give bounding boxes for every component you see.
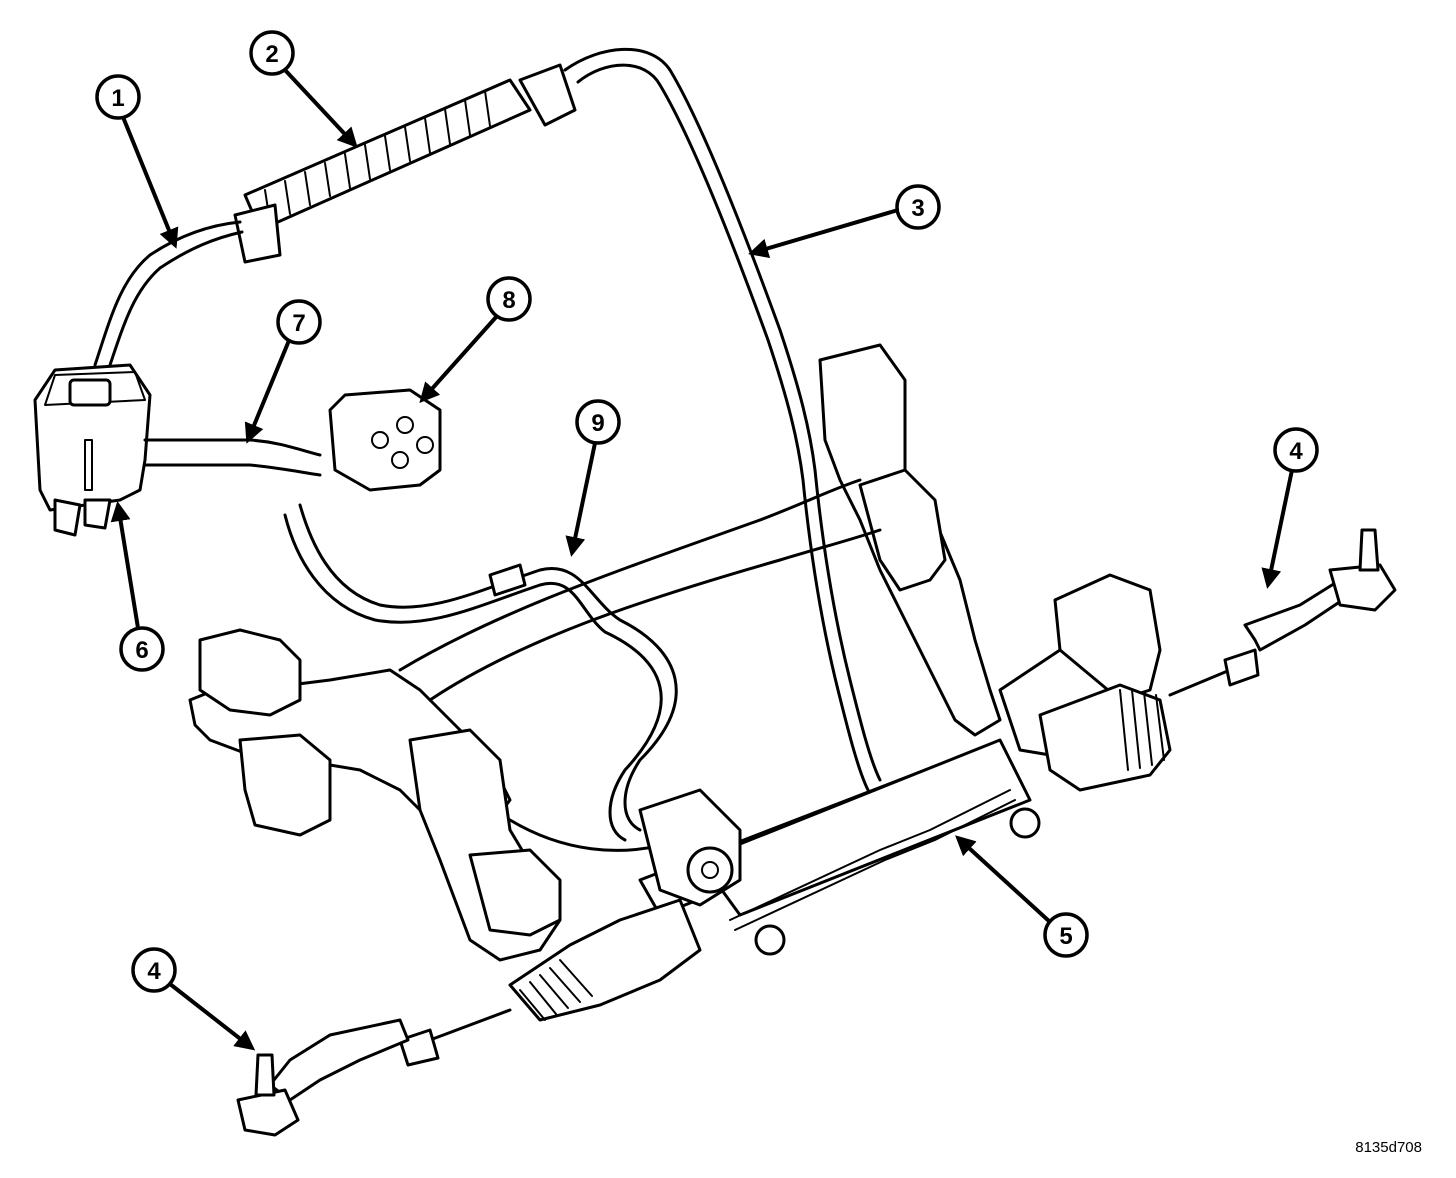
callout-6: 6 xyxy=(135,637,148,664)
callout-4a: 4 xyxy=(1289,438,1303,465)
callout-1: 1 xyxy=(111,85,124,112)
pump xyxy=(328,388,442,492)
callout-circle-9 xyxy=(575,399,621,445)
callout-circle-5 xyxy=(1043,912,1089,958)
figure-id: 8135d708 xyxy=(1355,1139,1422,1156)
callout-circle-7 xyxy=(276,299,322,345)
front-crossmember xyxy=(188,343,1162,962)
callout-7: 7 xyxy=(292,310,305,337)
callout-circle-6 xyxy=(119,626,165,672)
callout-circle-8 xyxy=(486,276,532,322)
callout-circle-4b xyxy=(131,947,177,993)
steering-gear xyxy=(508,683,1172,1022)
callout-circle-4a xyxy=(1273,427,1319,473)
callout-3: 3 xyxy=(911,195,924,222)
reservoir xyxy=(33,363,152,537)
tie-rod-right xyxy=(1168,528,1397,697)
callout-5: 5 xyxy=(1059,923,1072,950)
callout-circle-2 xyxy=(249,30,295,76)
callout-9: 9 xyxy=(591,410,604,437)
callout-8: 8 xyxy=(502,287,515,314)
tie-rod-left xyxy=(236,1008,512,1137)
cooler xyxy=(233,63,577,264)
callout-2: 2 xyxy=(265,41,278,68)
hoses xyxy=(93,47,882,842)
callout-circle-1 xyxy=(95,74,141,120)
callout-circle-3 xyxy=(895,184,941,230)
callouts: 1 2 3 4 4 5 6 7 8 9 xyxy=(95,30,1319,1051)
callout-4b: 4 xyxy=(147,958,161,985)
